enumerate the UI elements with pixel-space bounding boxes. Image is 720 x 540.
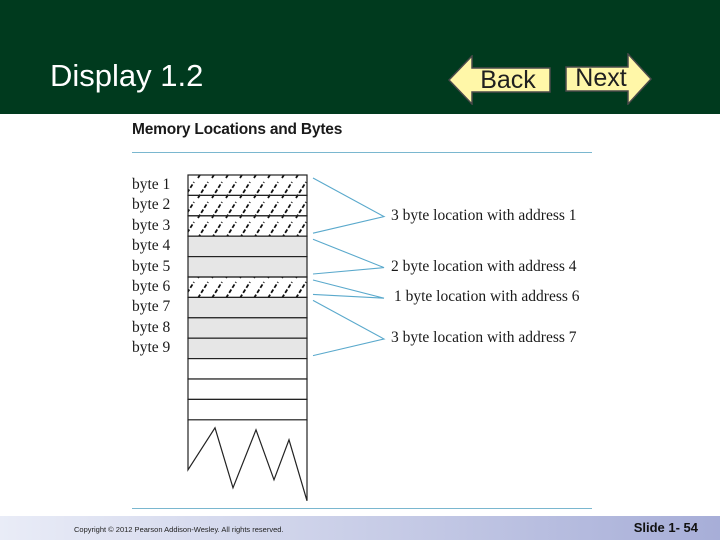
bottom-rule bbox=[132, 508, 592, 509]
memory-cell bbox=[187, 256, 308, 278]
back-label: Back bbox=[480, 66, 536, 94]
byte-label: byte 4 bbox=[132, 237, 171, 255]
empty-memory-cell bbox=[187, 378, 308, 400]
byte-label: byte 3 bbox=[132, 216, 171, 234]
empty-memory-cell bbox=[187, 358, 308, 380]
memory-cell bbox=[187, 317, 308, 339]
slide-title: Display 1.2 bbox=[50, 58, 204, 93]
next-label: Next bbox=[575, 64, 627, 92]
location-bracket-arrow bbox=[312, 299, 386, 357]
location-bracket-arrow bbox=[312, 177, 386, 234]
location-label: 3 byte location with address 7 bbox=[391, 329, 577, 346]
memory-cell bbox=[187, 296, 308, 319]
figure-title: Memory Locations and Bytes bbox=[132, 121, 343, 138]
next-button[interactable]: Next bbox=[564, 53, 652, 105]
right-arrow-icon bbox=[565, 53, 652, 105]
slide-header: Display 1.2 Back Next bbox=[0, 0, 720, 114]
location-label: 3 byte location with address 1 bbox=[391, 206, 577, 224]
empty-memory-cell bbox=[187, 398, 308, 421]
slide-number: Slide 1- 54 bbox=[633, 520, 698, 535]
memory-cell bbox=[187, 276, 308, 298]
location-bracket-arrow bbox=[312, 238, 385, 275]
byte-label: byte 6 bbox=[132, 278, 171, 295]
memory-cell bbox=[187, 215, 308, 237]
copyright-text: Copyright © 2012 Pearson Addison-Wesley.… bbox=[74, 525, 284, 534]
byte-label: byte 8 bbox=[132, 318, 171, 336]
byte-label: byte 9 bbox=[132, 339, 171, 357]
memory-diagram bbox=[187, 174, 386, 501]
torn-memory-edge bbox=[187, 419, 308, 501]
memory-cell bbox=[187, 235, 308, 258]
location-label: 2 byte location with address 4 bbox=[391, 257, 577, 275]
memory-cell bbox=[187, 337, 308, 360]
slide-footer: Copyright © 2012 Pearson Addison-Wesley.… bbox=[0, 516, 720, 540]
byte-label: byte 2 bbox=[132, 196, 171, 214]
byte-label: byte 7 bbox=[132, 298, 171, 316]
top-rule bbox=[132, 152, 592, 153]
location-label: 1 byte location with address 6 bbox=[394, 288, 580, 306]
left-arrow-icon bbox=[448, 55, 551, 105]
memory-cell bbox=[187, 194, 308, 217]
memory-cell bbox=[187, 174, 308, 196]
byte-label: byte 1 bbox=[132, 176, 171, 193]
back-button[interactable]: Back bbox=[448, 55, 554, 105]
location-bracket-arrow bbox=[312, 279, 385, 299]
byte-label: byte 5 bbox=[132, 257, 171, 275]
